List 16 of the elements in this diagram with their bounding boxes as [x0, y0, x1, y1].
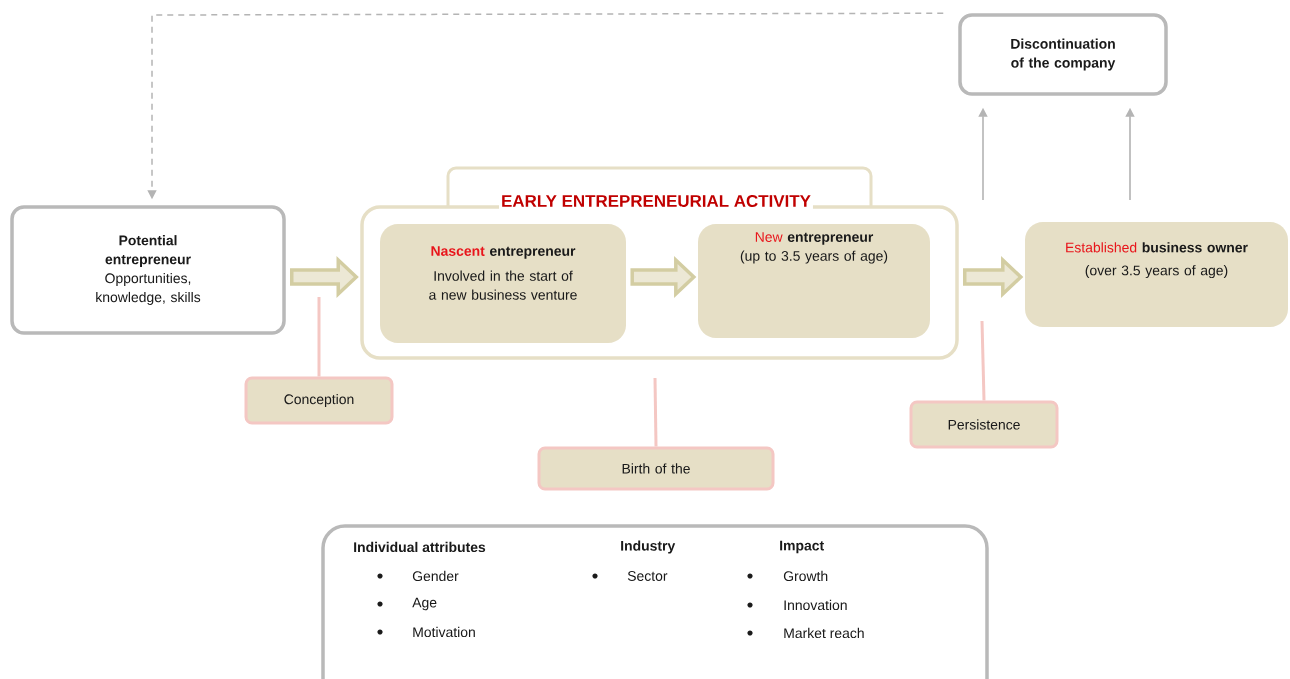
stage-box: Established business owner (over 3.5 years of age)	[1025, 222, 1288, 327]
phase-box: Birth of the	[537, 446, 775, 491]
block-arrow	[963, 255, 1024, 299]
phase-box: Persistence	[909, 400, 1059, 449]
attributes-box: Individual attributes Gender Age Motivation Industry Sector Impact Growth Innovation Market reach	[321, 524, 989, 679]
node-label: EARLY ENTREPRENEURIAL ACTIVITY	[502, 195, 811, 207]
block-arrow	[630, 255, 697, 299]
block-arrow	[290, 255, 359, 299]
entrepreneur-box: Potential entrepreneur Opportunities, knowledge, skills	[10, 205, 286, 335]
outcome-box: Discontinuation of the company	[958, 13, 1168, 96]
leader-line	[653, 377, 658, 447]
leader-line	[317, 297, 321, 377]
leader-line	[980, 320, 986, 401]
stage-box: New entrepreneur (up to 3.5 years of age)	[698, 224, 930, 338]
stage-box: Nascent entrepreneur Involved in the start of a new business venture	[380, 224, 626, 343]
phase-box: Conception	[244, 376, 394, 425]
